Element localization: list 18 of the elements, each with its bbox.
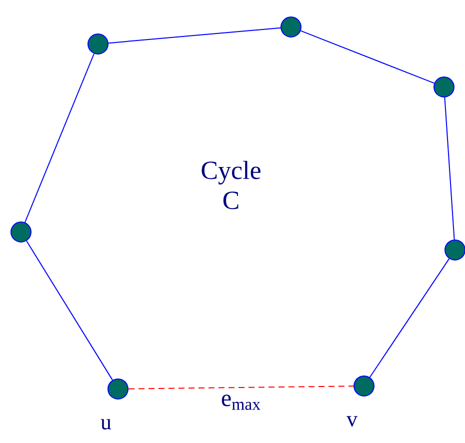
graph-edge xyxy=(300,30,435,84)
vertex-circle xyxy=(280,16,302,38)
graph-edge xyxy=(444,96,455,240)
vertex-circle xyxy=(434,76,454,98)
vertex-circle xyxy=(88,34,108,54)
graph-edge xyxy=(24,53,95,223)
vertex-circle xyxy=(10,222,32,242)
graph-edge xyxy=(108,27,282,44)
vertex-circle xyxy=(108,378,128,400)
graph-edge xyxy=(26,240,113,381)
vertex-label: u xyxy=(100,419,112,430)
vertex-label: v xyxy=(346,416,358,426)
vertex-circle xyxy=(354,375,374,396)
edge-label: e$_{max}$ xyxy=(222,394,260,410)
graph-edge xyxy=(128,386,354,390)
vertex-circle xyxy=(444,240,465,260)
cycle-label: Cycle C xyxy=(202,160,260,210)
graph-edge xyxy=(369,258,450,378)
